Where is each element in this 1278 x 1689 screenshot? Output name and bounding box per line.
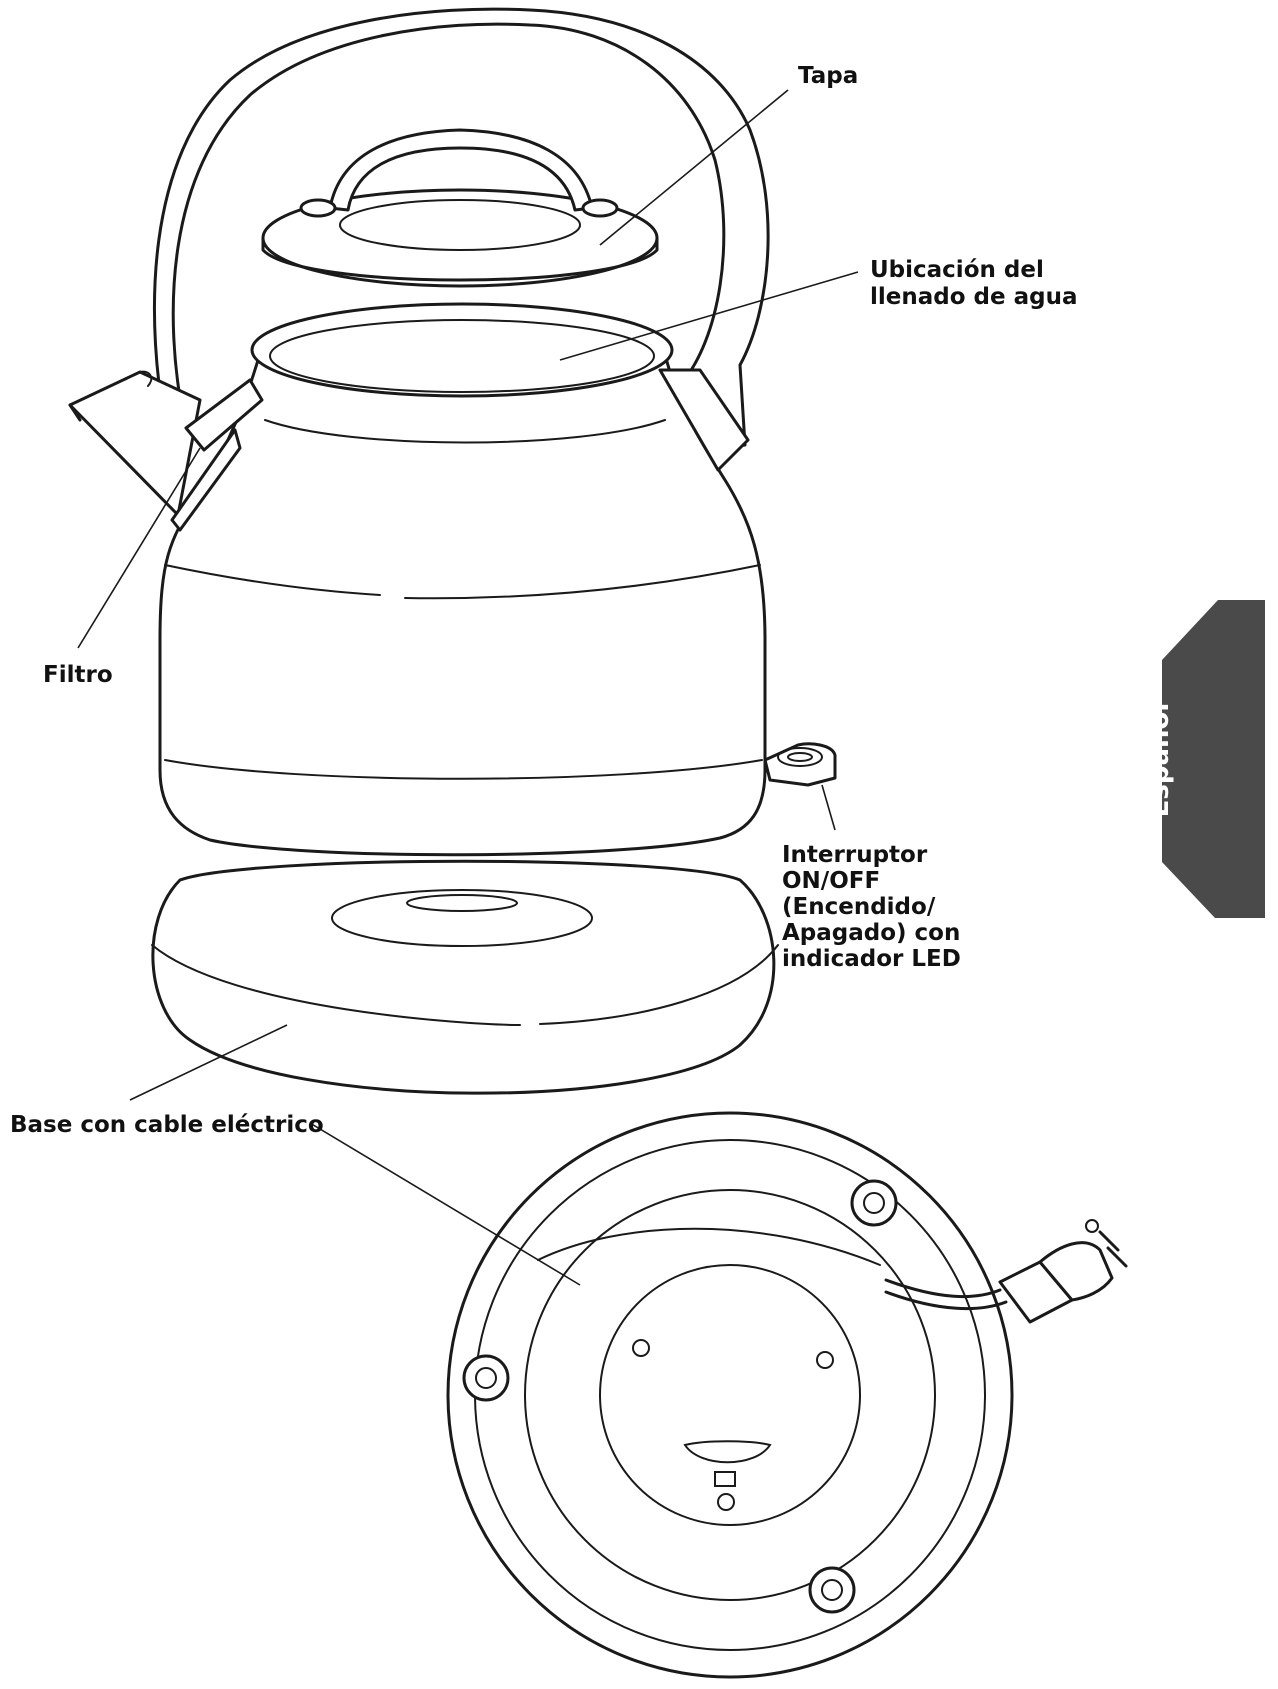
kettle-body bbox=[158, 302, 767, 857]
label-base: Base con cable eléctrico bbox=[10, 1112, 324, 1138]
label-interruptor-line5: indicador LED bbox=[782, 946, 961, 972]
leader-tapa bbox=[599, 89, 789, 246]
label-interruptor-line4: Apagado) con bbox=[782, 920, 961, 946]
label-interruptor-line3: (Encendido/ bbox=[782, 894, 936, 920]
label-ubicacion-line1: Ubicación del bbox=[870, 257, 1044, 283]
leader-ubicacion bbox=[559, 271, 859, 361]
language-tab-label: Español bbox=[1145, 702, 1175, 818]
label-tapa: Tapa bbox=[798, 63, 859, 89]
leader-base bbox=[129, 1024, 288, 1101]
handle-grip-right bbox=[658, 368, 750, 472]
kettle-spout bbox=[68, 370, 202, 517]
leader-base-bottom bbox=[309, 1122, 581, 1286]
leader-interruptor bbox=[821, 784, 836, 831]
label-interruptor-line2: ON/OFF bbox=[782, 868, 881, 894]
label-ubicacion-line2: llenado de agua bbox=[870, 284, 1078, 310]
base-bottom-view bbox=[446, 1111, 1128, 1679]
label-filtro: Filtro bbox=[43, 662, 113, 688]
filter-plate bbox=[170, 428, 242, 532]
kettle-base bbox=[151, 859, 779, 1095]
handle-grip-left bbox=[184, 378, 264, 452]
leader-filtro bbox=[77, 447, 201, 649]
label-interruptor-line1: Interruptor bbox=[782, 842, 928, 868]
language-tab-shape bbox=[1162, 600, 1265, 918]
power-switch bbox=[763, 742, 837, 787]
kettle-lid bbox=[261, 128, 659, 288]
